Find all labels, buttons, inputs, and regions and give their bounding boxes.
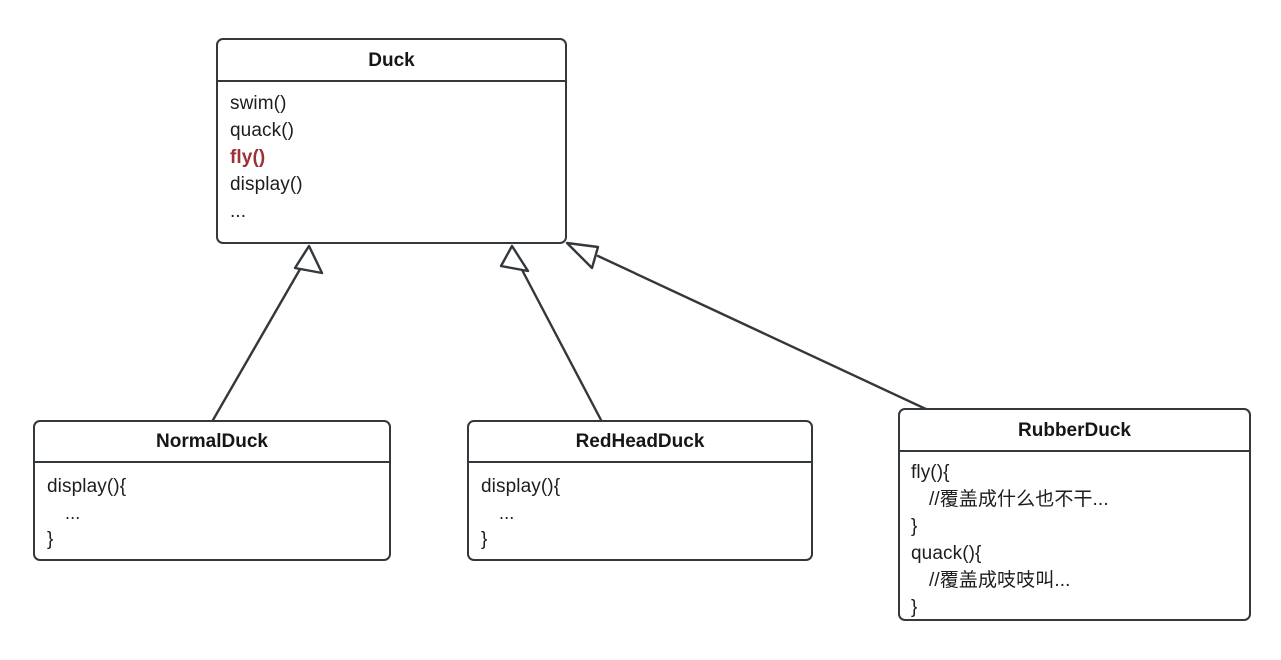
class-member-comment: //覆盖成吱吱叫... bbox=[929, 570, 1071, 591]
class-title-duck: Duck bbox=[218, 40, 565, 82]
generalization-rubberduck-to-duck bbox=[565, 241, 945, 419]
class-member: ... bbox=[65, 503, 81, 523]
class-members-duck: swim() quack() fly() display() ... bbox=[218, 82, 565, 225]
class-member: ... bbox=[499, 503, 515, 523]
class-box-redheadduck[interactable]: RedHeadDuck display(){ ... } bbox=[467, 420, 813, 561]
class-member: } bbox=[481, 529, 488, 550]
class-member: } bbox=[47, 529, 54, 550]
class-title-normalduck: NormalDuck bbox=[35, 422, 389, 463]
class-members-normalduck: display(){ ... } bbox=[35, 463, 389, 553]
generalization-redheadduck-to-duck bbox=[499, 244, 603, 422]
class-member-comment: //覆盖成什么也不干... bbox=[929, 489, 1109, 510]
class-box-duck[interactable]: Duck swim() quack() fly() display() ... bbox=[216, 38, 567, 244]
class-member: display() bbox=[230, 174, 303, 195]
class-member: ... bbox=[230, 201, 247, 222]
class-title-rubberduck: RubberDuck bbox=[900, 410, 1249, 452]
class-title-redheadduck: RedHeadDuck bbox=[469, 422, 811, 463]
class-member: swim() bbox=[230, 93, 287, 114]
class-members-rubberduck: fly(){ //覆盖成什么也不干... } quack(){ //覆盖成吱吱叫… bbox=[900, 452, 1249, 619]
class-box-rubberduck[interactable]: RubberDuck fly(){ //覆盖成什么也不干... } quack(… bbox=[898, 408, 1251, 621]
class-member: display(){ bbox=[481, 476, 561, 497]
class-member: } bbox=[911, 516, 918, 537]
class-member-highlighted: fly() bbox=[230, 147, 266, 168]
class-member: display(){ bbox=[47, 476, 127, 497]
class-member: quack(){ bbox=[911, 543, 982, 564]
class-member: } bbox=[911, 597, 918, 618]
class-member: fly(){ bbox=[911, 462, 950, 483]
generalization-normalduck-to-duck bbox=[211, 244, 324, 422]
class-box-normalduck[interactable]: NormalDuck display(){ ... } bbox=[33, 420, 391, 561]
class-member: quack() bbox=[230, 120, 295, 141]
class-members-redheadduck: display(){ ... } bbox=[469, 463, 811, 553]
